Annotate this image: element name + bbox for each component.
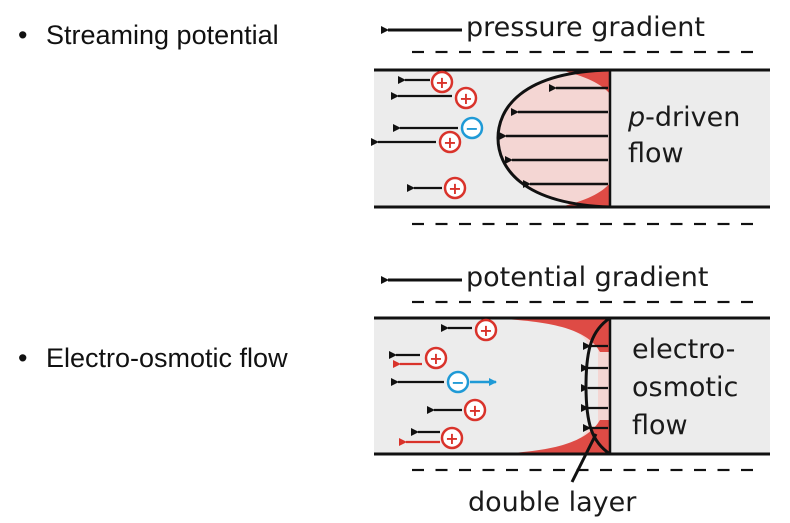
gradient-label: pressure gradient [466,12,705,43]
callout-leader [570,433,598,483]
flow-label-line2: flow [628,138,684,169]
cation-icon [463,398,487,422]
cation-icon [438,130,462,154]
velocity-arrows [499,84,608,188]
panel-electroosmotic: potential gradient electro- osmotic flow… [374,262,770,518]
double-layer-top [560,70,610,94]
double-layer-bottom [560,183,610,207]
bullet-dot: • [18,343,28,373]
panel-streaming: pressure gradient p-driven flow + + [371,12,770,209]
cation-icon [474,318,498,342]
cation-sign: + [459,89,472,108]
bullet-electro-osmotic-flow: • Electro-osmotic flow [18,343,288,374]
flow-label-line1: p-driven [627,102,740,133]
cation-icon [424,346,448,370]
gradient-label: potential gradient [466,262,708,293]
cation-sign: + [445,429,458,448]
anion-sign: − [451,373,464,392]
flow-label-line1: electro- [632,334,735,365]
bullet-label: Streaming potential [46,20,279,50]
cation-sign: + [435,73,448,92]
anion-icon [446,370,470,394]
flow-label-line3: flow [632,410,688,441]
cation-icon [430,70,454,94]
flow-label-rest: -driven [645,102,740,133]
anion-sign: − [465,119,478,138]
double-layer-top [480,318,610,352]
anion-icon [460,116,484,140]
cation-sign: + [468,401,481,420]
bullet-label: Electro-osmotic flow [46,343,288,373]
cation-icon [443,176,467,200]
velocity-profile-fill [498,70,610,207]
bullet-dot: • [18,20,28,50]
callout-label: double layer [468,487,637,518]
cation-sign: + [443,133,456,152]
ions-top: + + − + + [371,70,484,200]
cation-icon [440,426,464,450]
ions-bottom: + + − + + [389,318,498,450]
cation-icon [454,86,478,110]
cation-sign: + [429,349,442,368]
double-layer-bottom [490,420,610,454]
bullet-streaming-potential: • Streaming potential [18,20,279,51]
surface-charges [412,50,753,472]
cation-sign: + [479,321,492,340]
flow-label-line2: osmotic [632,372,738,403]
flow-label-italic: p [627,102,645,133]
parabolic-profile [496,68,611,209]
cation-sign: + [448,179,461,198]
velocity-arrows [581,342,608,432]
